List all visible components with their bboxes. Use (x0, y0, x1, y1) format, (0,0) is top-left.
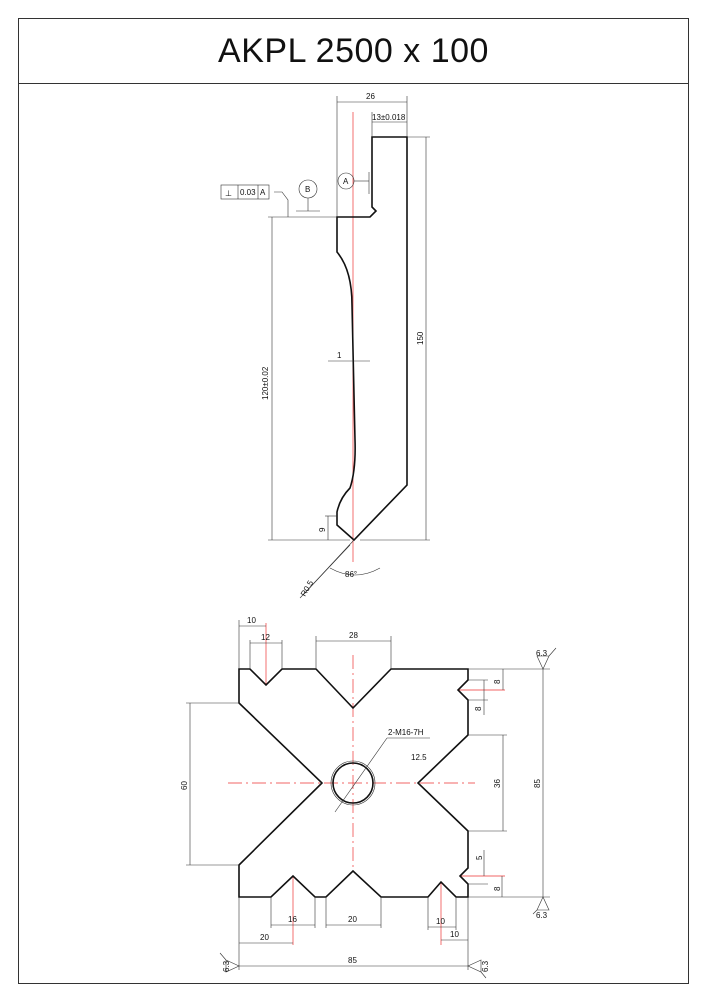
tolerance-value: 0.03 (240, 188, 256, 197)
roughness-bottom-right: 6.3 (536, 911, 548, 920)
dim-top-10: 10 (247, 616, 256, 625)
dim-datum-height: 120±0.02 (261, 366, 270, 400)
dim-tip: 9 (318, 527, 327, 532)
dim-height-85: 85 (533, 779, 542, 788)
dim-bottom-20a: 20 (260, 933, 269, 942)
dim-bottom-10b: 10 (450, 930, 459, 939)
dim-right-5: 5 (475, 855, 484, 860)
dim-right-8c: 8 (493, 886, 502, 891)
roughness-top: 6.3 (536, 649, 548, 658)
dim-height: 150 (416, 331, 425, 345)
radius-label: R0.5 (299, 578, 316, 598)
dim-right-36: 36 (493, 779, 502, 788)
dim-width-85: 85 (348, 956, 357, 965)
tolerance-datum: A (260, 188, 266, 197)
roughness-right: 6.3 (481, 960, 490, 972)
die-block-outline (238, 668, 469, 898)
dim-right-8b: 8 (474, 706, 483, 711)
datum-b: B (305, 185, 310, 194)
dim-bottom-20b: 20 (348, 915, 357, 924)
block-view: 2-M16-7H 12.5 10 12 28 60 8 8 36 5 (180, 616, 557, 979)
tolerance-frame (220, 184, 270, 200)
tolerance-symbol: ⊥ (225, 189, 232, 198)
dim-bottom-16: 16 (288, 915, 297, 924)
threaded-hole (332, 762, 374, 804)
side-view: 26 13±0.018 150 120±0.02 1 9 86° R0.5 A (220, 92, 430, 599)
datum-a: A (343, 177, 349, 186)
title-block: AKPL 2500 x 100 (18, 18, 689, 84)
dim-12-5: 12.5 (411, 753, 427, 762)
thread-label: 2-M16-7H (388, 728, 424, 737)
punch-profile (336, 136, 408, 542)
angle-label: 86° (345, 570, 357, 579)
dim-right-8a: 8 (493, 679, 502, 684)
roughness-left: 6.3 (222, 960, 231, 972)
dim-top-28: 28 (349, 631, 358, 640)
dim-bottom-10a: 10 (436, 917, 445, 926)
dim-top-12: 12 (261, 633, 270, 642)
dim-offset: 1 (337, 351, 342, 360)
dim-left-60: 60 (180, 781, 189, 790)
drawing-title: AKPL 2500 x 100 (218, 31, 489, 70)
dim-width: 26 (366, 92, 375, 101)
dim-tongue: 13±0.018 (372, 113, 406, 122)
